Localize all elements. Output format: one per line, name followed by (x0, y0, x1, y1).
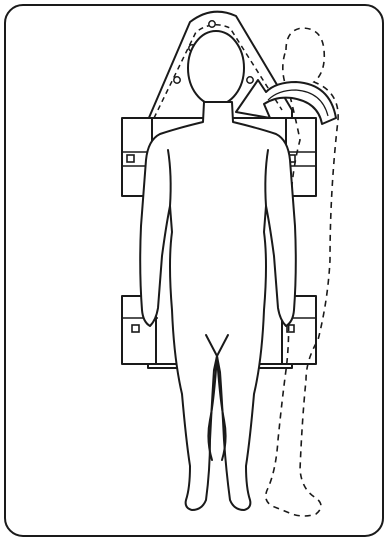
patient-head (188, 31, 244, 105)
fastener-square (132, 325, 139, 332)
fastener-square (127, 155, 134, 162)
